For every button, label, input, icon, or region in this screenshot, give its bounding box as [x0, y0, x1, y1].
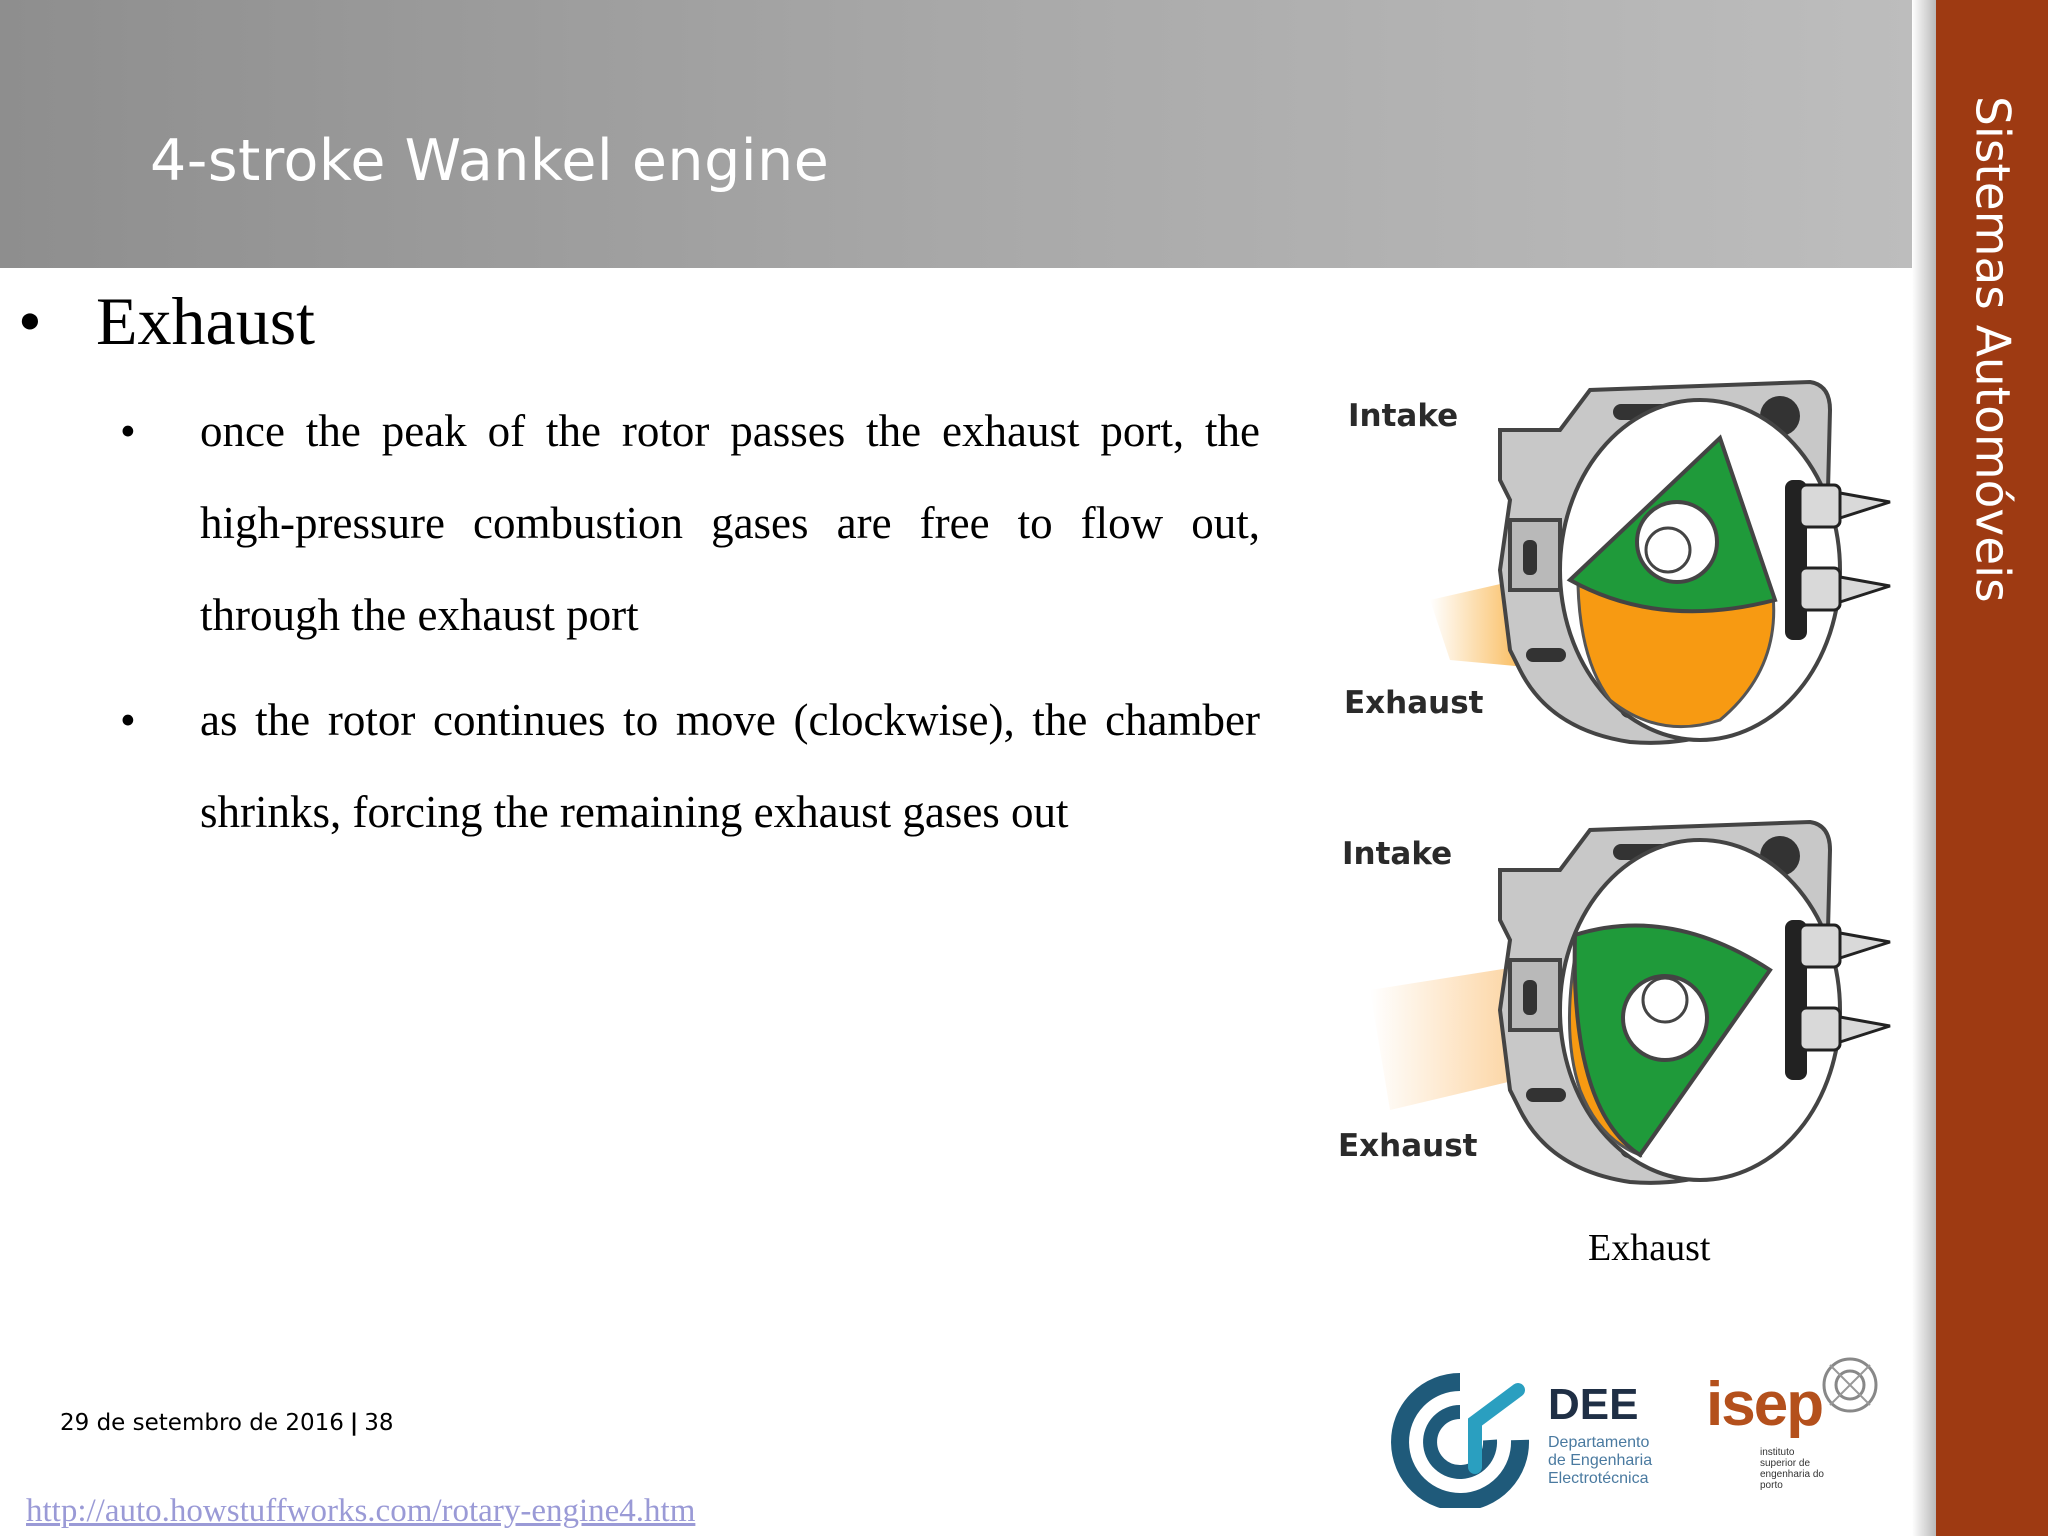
dee-logo-line: Departamento [1548, 1434, 1650, 1451]
page-number: 38 [364, 1410, 394, 1436]
spark-plug [1798, 483, 1842, 529]
exhaust-label: Exhaust [1344, 685, 1484, 721]
intake-label: Intake [1342, 836, 1453, 872]
wankel-diagram-exhaust-start: Intake Exhaust [1330, 370, 1910, 760]
spark-plug [1798, 1006, 1842, 1052]
sidebar-shadow [1912, 0, 1936, 1536]
dee-logo-line: de Engenharia [1548, 1452, 1653, 1469]
source-link[interactable]: http://auto.howstuffworks.com/rotary-eng… [26, 1493, 696, 1529]
diagram-caption: Exhaust [1588, 1227, 1711, 1269]
dee-logo-mark [1391, 1373, 1530, 1511]
isep-logo: isep instituto superior de engenharia do… [1700, 1345, 1890, 1505]
isep-logo-line: porto [1760, 1480, 1783, 1491]
wankel-engine-illustration [1430, 379, 1891, 745]
title-bar: 4-stroke Wankel engine [0, 0, 1912, 268]
spark-plug [1798, 923, 1842, 969]
sub-bullet-text: once the peak of the rotor passes the ex… [200, 406, 1260, 640]
bullet-icon: • [18, 283, 42, 359]
footer-date: 29 de setembro de 2016 [60, 1410, 344, 1436]
bullet-icon: • [120, 695, 136, 745]
sub-bullet-text: as the rotor continues to move (clockwis… [200, 695, 1260, 837]
wankel-diagram-exhaust-continue: Intake Exhaust [1330, 810, 1910, 1200]
isep-logo-line: superior de [1760, 1458, 1811, 1469]
isep-logo-name: isep [1706, 1370, 1824, 1439]
exhaust-label: Exhaust [1338, 1128, 1478, 1164]
intake-label: Intake [1348, 398, 1459, 434]
slide-title: 4-stroke Wankel engine [150, 128, 830, 194]
sidebar-title: Sistemas Automóveis [1964, 96, 2020, 603]
dee-logo-name: DEE [1548, 1380, 1639, 1429]
sidebar [1936, 0, 2048, 1536]
isep-logo-line: instituto [1760, 1447, 1795, 1458]
spark-plug [1798, 566, 1842, 612]
footer-separator: | [349, 1410, 359, 1436]
dee-logo-line: Electrotécnica [1548, 1470, 1649, 1487]
dee-logo: DEE Departamento de Engenharia Electroté… [1390, 1372, 1680, 1511]
wankel-engine-illustration [1370, 819, 1891, 1185]
isep-logo-line: engenharia do [1760, 1469, 1824, 1480]
isep-seal-icon [1822, 1357, 1878, 1413]
footer-date-page: 29 de setembro de 2016|38 [60, 1410, 394, 1436]
main-bullet-text: Exhaust [96, 283, 316, 359]
bullet-icon: • [120, 406, 136, 456]
